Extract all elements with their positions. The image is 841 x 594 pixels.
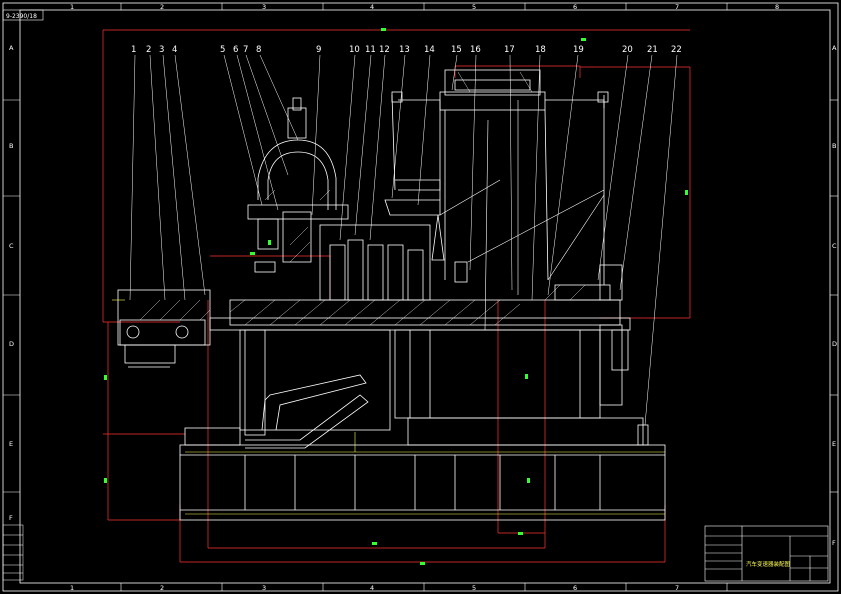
part-number: 21 — [647, 45, 658, 55]
part-number-labels: 1 2 3 4 5 6 7 8 9 10 11 12 13 14 15 16 1… — [131, 45, 682, 55]
drawing-number: 9-2390/18 — [6, 13, 37, 20]
part-number: 2 — [146, 45, 151, 55]
row-marker: A — [832, 44, 837, 52]
part-number: 22 — [671, 45, 682, 55]
part-number: 20 — [622, 45, 633, 55]
row-marker: C — [9, 242, 14, 250]
green-markers — [104, 28, 688, 565]
highlight-lines — [112, 299, 665, 515]
revision-table — [2, 524, 24, 581]
col-marker: 2 — [160, 584, 164, 592]
part-number: 13 — [399, 45, 410, 55]
row-marker: E — [832, 440, 836, 448]
part-number: 16 — [470, 45, 481, 55]
row-marker: D — [832, 340, 837, 348]
hatch-areas — [139, 71, 586, 326]
part-number: 17 — [504, 45, 515, 55]
part-number: 9 — [316, 45, 321, 55]
upper-assembly — [247, 97, 445, 301]
column-markers: 1 2 3 4 5 6 7 8 1 2 3 4 5 6 7 — [70, 3, 779, 592]
part-number: 7 — [243, 45, 248, 55]
row-marker: B — [832, 142, 836, 150]
col-marker: 7 — [675, 3, 679, 11]
col-marker: 1 — [70, 584, 74, 592]
part-number: 19 — [573, 45, 584, 55]
part-number: 18 — [535, 45, 546, 55]
row-marker: B — [9, 142, 13, 150]
part-number: 8 — [256, 45, 261, 55]
row-marker: D — [9, 340, 14, 348]
leader-lines — [129, 54, 678, 426]
part-number: 15 — [451, 45, 462, 55]
title-block — [704, 525, 829, 582]
drawing-title: 汽车变速器装配图 — [746, 560, 791, 568]
cable-lines — [439, 100, 605, 331]
row-marker: E — [9, 440, 13, 448]
part-number: 10 — [349, 45, 360, 55]
col-marker: 2 — [160, 3, 164, 11]
col-marker: 5 — [472, 584, 476, 592]
zone-ticks — [3, 3, 838, 591]
part-number: 12 — [379, 45, 390, 55]
col-marker: 6 — [573, 3, 577, 11]
col-marker: 4 — [370, 584, 374, 592]
drawing-number-tag: 9-2390/18 — [2, 9, 44, 21]
part-number: 1 — [131, 45, 136, 55]
upper-tower — [391, 69, 623, 301]
col-marker: 3 — [262, 3, 266, 11]
col-marker: 7 — [675, 584, 679, 592]
row-marker: F — [832, 539, 836, 547]
part-number: 3 — [159, 45, 164, 55]
col-marker: 8 — [775, 3, 779, 11]
col-marker: 3 — [262, 584, 266, 592]
col-marker: 6 — [573, 584, 577, 592]
part-number: 5 — [220, 45, 225, 55]
row-marker: A — [9, 44, 14, 52]
machine-body — [117, 289, 666, 521]
part-number: 6 — [233, 45, 238, 55]
inner-frame — [19, 9, 831, 584]
row-marker: C — [832, 242, 837, 250]
row-markers: A B C D E F A B C D E F — [9, 44, 837, 547]
row-marker: F — [9, 514, 13, 522]
dimension-lines — [102, 29, 691, 563]
part-number: 11 — [365, 45, 376, 55]
part-number: 4 — [172, 45, 177, 55]
col-marker: 4 — [370, 3, 374, 11]
col-marker: 5 — [472, 3, 476, 11]
part-number: 14 — [424, 45, 435, 55]
col-marker: 1 — [70, 3, 74, 11]
